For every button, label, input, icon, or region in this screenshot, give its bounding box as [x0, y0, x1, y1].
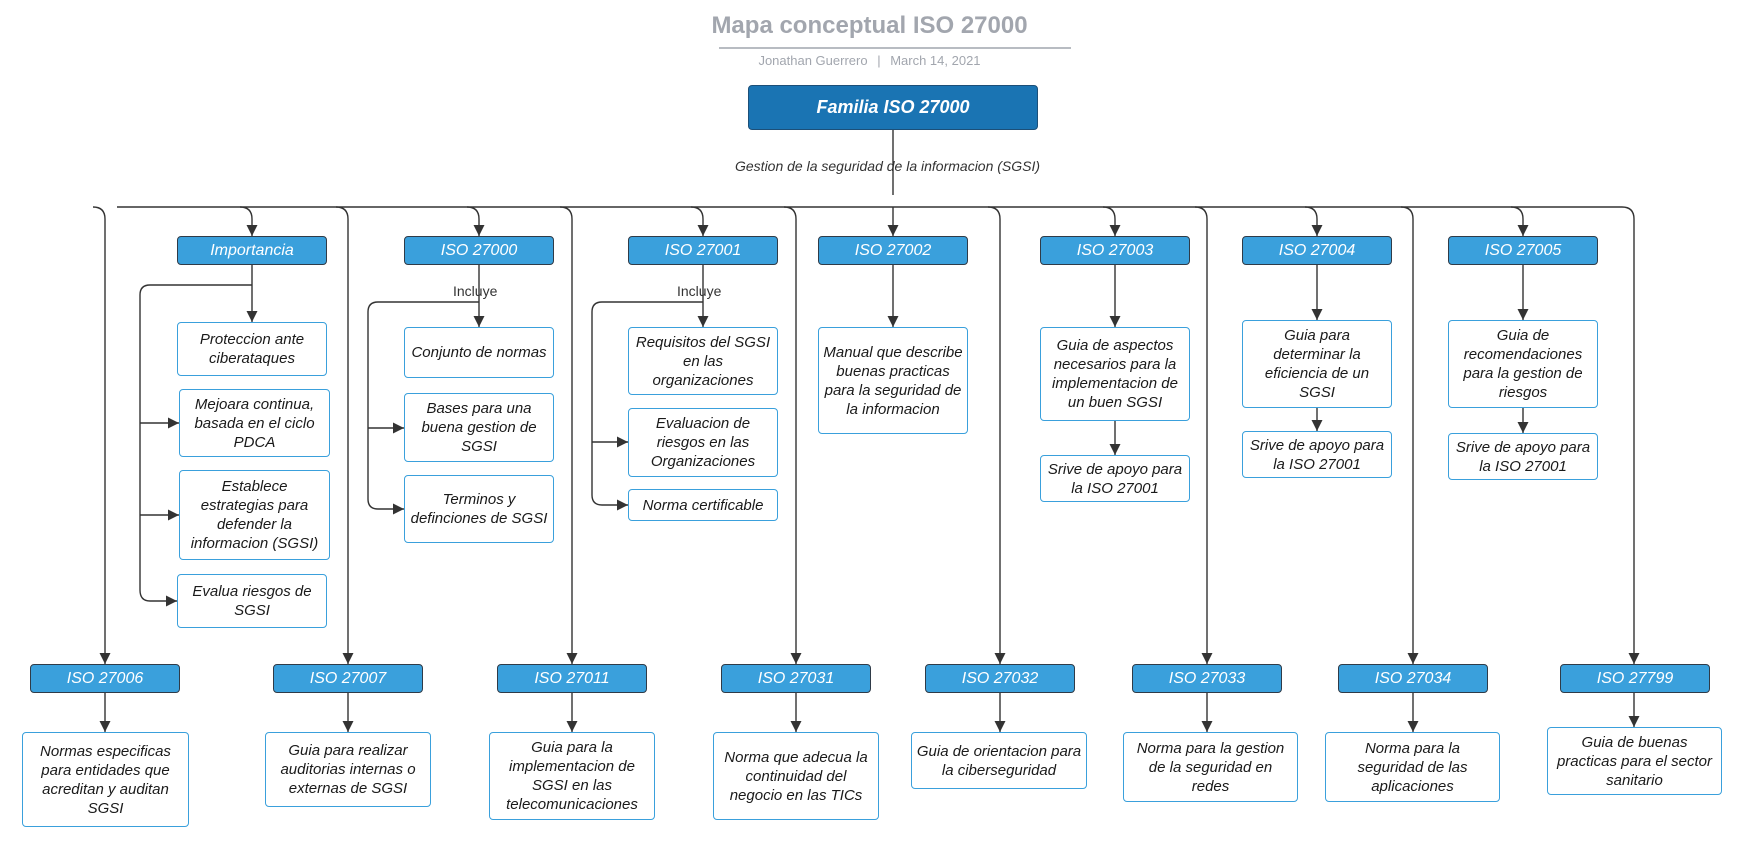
- node-iso27005[interactable]: ISO 27005: [1448, 236, 1598, 265]
- drop-to-node: [690, 206, 709, 236]
- drop-to-node: [1304, 206, 1323, 236]
- node-iso27799[interactable]: ISO 27799: [1560, 664, 1710, 693]
- title-divider: [719, 47, 1071, 49]
- concept-box[interactable]: Guia de buenas practicas para el sector …: [1547, 727, 1722, 795]
- node-iso27003[interactable]: ISO 27003: [1040, 236, 1190, 265]
- root-node[interactable]: Familia ISO 27000: [748, 85, 1038, 130]
- concept-box[interactable]: Requisitos del SGSI en las organizacione…: [628, 327, 778, 395]
- concept-box[interactable]: Guia para determinar la eficiencia de un…: [1242, 320, 1392, 408]
- node-iso27001[interactable]: ISO 27001: [628, 236, 778, 265]
- node-iso27006[interactable]: ISO 27006: [30, 664, 180, 693]
- node-iso27034[interactable]: ISO 27034: [1338, 664, 1488, 693]
- iso27001-rail: [591, 301, 703, 511]
- drop-to-bottom-node: [92, 206, 111, 664]
- drop-to-bottom-node: [987, 206, 1006, 664]
- node-importancia[interactable]: Importancia: [177, 236, 327, 265]
- concept-box[interactable]: Normas especificas para entidades que ac…: [22, 732, 189, 827]
- byline-separator: |: [877, 53, 881, 68]
- concept-box[interactable]: Establece estrategias para defender la i…: [179, 470, 330, 560]
- importancia-rail: [139, 284, 252, 607]
- concept-box[interactable]: Srive de apoyo para la ISO 27001: [1242, 431, 1392, 478]
- concept-box[interactable]: Mejoara continua, basada en el ciclo PDC…: [179, 389, 330, 457]
- concept-box[interactable]: Guia de orientacion para la cibersegurid…: [911, 732, 1087, 789]
- concept-box[interactable]: Guia de aspectos necesarios para la impl…: [1040, 327, 1190, 421]
- concept-box[interactable]: Norma certificable: [628, 489, 778, 521]
- drop-to-bottom-node: [559, 206, 578, 664]
- node-iso27004[interactable]: ISO 27004: [1242, 236, 1392, 265]
- node-iso27007[interactable]: ISO 27007: [273, 664, 423, 693]
- drop-to-bottom-node: [1621, 206, 1640, 664]
- concept-box[interactable]: Guia para realizar auditorias internas o…: [265, 732, 431, 807]
- node-iso27033[interactable]: ISO 27033: [1132, 664, 1282, 693]
- node-iso27011[interactable]: ISO 27011: [497, 664, 647, 693]
- root-edge-label: Gestion de la seguridad de la informacio…: [735, 158, 1041, 174]
- drop-to-node: [466, 206, 485, 236]
- author: Jonathan Guerrero: [758, 53, 868, 68]
- drop-to-node: [1510, 206, 1529, 236]
- node-iso27032[interactable]: ISO 27032: [925, 664, 1075, 693]
- concept-box[interactable]: Norma para la seguridad de las aplicacio…: [1325, 732, 1500, 802]
- concept-box[interactable]: Proteccion ante ciberataques: [177, 322, 327, 376]
- drop-to-bottom-node: [1400, 206, 1419, 664]
- concept-box[interactable]: Norma para la gestion de la seguridad en…: [1123, 732, 1298, 802]
- concept-box[interactable]: Guia de recomendaciones para la gestion …: [1448, 320, 1598, 408]
- drop-to-bottom-node: [1194, 206, 1213, 664]
- concept-box[interactable]: Norma que adecua la continuidad del nego…: [713, 732, 879, 820]
- concept-box[interactable]: Evalua riesgos de SGSI: [177, 574, 327, 628]
- drop-to-bottom-node: [783, 206, 802, 664]
- drop-to-bottom-node: [335, 206, 354, 664]
- edge-label-incluye: Incluye: [677, 283, 722, 299]
- node-iso27031[interactable]: ISO 27031: [721, 664, 871, 693]
- page-title: Mapa conceptual ISO 27000: [711, 12, 1028, 39]
- edge-label-incluye: Incluye: [453, 283, 498, 299]
- concept-box[interactable]: Manual que describe buenas practicas par…: [818, 327, 968, 434]
- drop-to-node: [1102, 206, 1121, 236]
- concept-box[interactable]: Srive de apoyo para la ISO 27001: [1448, 433, 1598, 480]
- concept-box[interactable]: Bases para una buena gestion de SGSI: [404, 393, 554, 462]
- iso27000-rail: [367, 301, 479, 515]
- date: March 14, 2021: [890, 53, 981, 68]
- concept-box[interactable]: Srive de apoyo para la ISO 27001: [1040, 455, 1190, 502]
- concept-box[interactable]: Evaluacion de riesgos en las Organizacio…: [628, 408, 778, 477]
- drop-to-node: [239, 206, 258, 236]
- byline: Jonathan Guerrero | March 14, 2021: [0, 53, 1739, 68]
- node-iso27002[interactable]: ISO 27002: [818, 236, 968, 265]
- concept-box[interactable]: Terminos y definciones de SGSI: [404, 475, 554, 543]
- concept-box[interactable]: Conjunto de normas: [404, 327, 554, 378]
- concept-box[interactable]: Guia para la implementacion de SGSI en l…: [489, 732, 655, 820]
- node-iso27000[interactable]: ISO 27000: [404, 236, 554, 265]
